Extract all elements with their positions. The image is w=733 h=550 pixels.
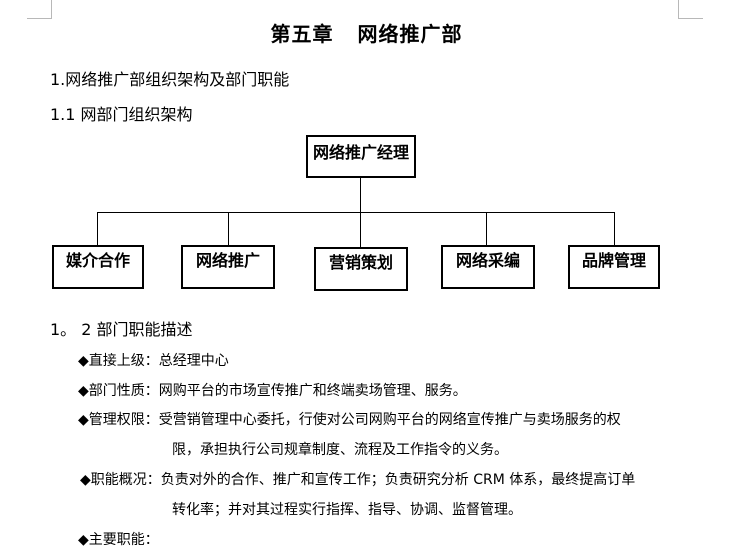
- org-root-label: 网络推广经理: [312, 143, 409, 162]
- section-heading-1-1: 1.1 网部门组织架构: [50, 105, 193, 124]
- org-child-label: 网络采编: [455, 251, 520, 270]
- org-connector-root: [360, 178, 361, 212]
- org-connector-2: [228, 212, 229, 245]
- org-child-box: 网络采编: [441, 245, 535, 289]
- org-child-label: 品牌管理: [581, 251, 646, 270]
- chapter-number: 第五章: [270, 22, 334, 46]
- duty-text: 网购平台的市场宣传推广和终端卖场管理、服务。: [158, 383, 467, 399]
- org-child-box: 营销策划: [314, 247, 408, 291]
- org-child-box: 媒介合作: [52, 245, 144, 289]
- duty-label: ◆直接上级：: [78, 353, 159, 369]
- duty-label: ◆部门性质：: [78, 383, 159, 399]
- org-connector-3: [360, 212, 361, 247]
- duty-label: ◆职能概况：: [80, 472, 161, 488]
- duty-overview-continued: 转化率；并对其过程实行指挥、指导、协调、监督管理。: [172, 502, 522, 518]
- duty-text: 负责对外的合作、推广和宣传工作；负责研究分析 CRM 体系，最终提高订单: [160, 472, 636, 488]
- duty-nature: ◆部门性质：网购平台的市场宣传推广和终端卖场管理、服务。: [78, 380, 467, 400]
- duty-direct-superior: ◆直接上级：总经理中心: [78, 350, 229, 370]
- chapter-title: 第五章网络推广部: [0, 18, 733, 47]
- org-root-box: 网络推广经理: [306, 135, 416, 178]
- org-child-label: 媒介合作: [65, 251, 130, 270]
- duty-label: ◆管理权限：: [78, 412, 159, 428]
- section-heading-1: 1.网络推广部组织架构及部门职能: [50, 70, 290, 89]
- page-corner-mark-left: [27, 0, 52, 19]
- duty-main-functions: ◆主要职能：: [78, 529, 159, 549]
- section-heading-1-2: 1。 2 部门职能描述: [50, 320, 193, 339]
- org-connector-4: [486, 212, 487, 245]
- duty-overview: ◆职能概况：负责对外的合作、推广和宣传工作；负责研究分析 CRM 体系，最终提高…: [80, 469, 635, 489]
- page-corner-mark-right: [678, 0, 703, 19]
- duty-label: ◆主要职能：: [78, 532, 159, 548]
- org-connector-bus: [97, 212, 615, 213]
- chapter-department: 网络推广部: [357, 22, 463, 46]
- org-child-box: 品牌管理: [568, 245, 660, 289]
- duty-authority: ◆管理权限：受营销管理中心委托，行使对公司网购平台的网络宣传推广与卖场服务的权: [78, 409, 621, 429]
- duty-text: 受营销管理中心委托，行使对公司网购平台的网络宣传推广与卖场服务的权: [158, 412, 621, 428]
- org-connector-1: [97, 212, 98, 245]
- duty-authority-continued: 限，承担执行公司规章制度、流程及工作指令的义务。: [172, 442, 508, 458]
- org-child-label: 网络推广: [195, 251, 260, 270]
- org-child-label: 营销策划: [328, 253, 393, 272]
- org-child-box: 网络推广: [181, 245, 275, 289]
- org-connector-5: [614, 212, 615, 245]
- duty-text: 总经理中心: [158, 353, 229, 369]
